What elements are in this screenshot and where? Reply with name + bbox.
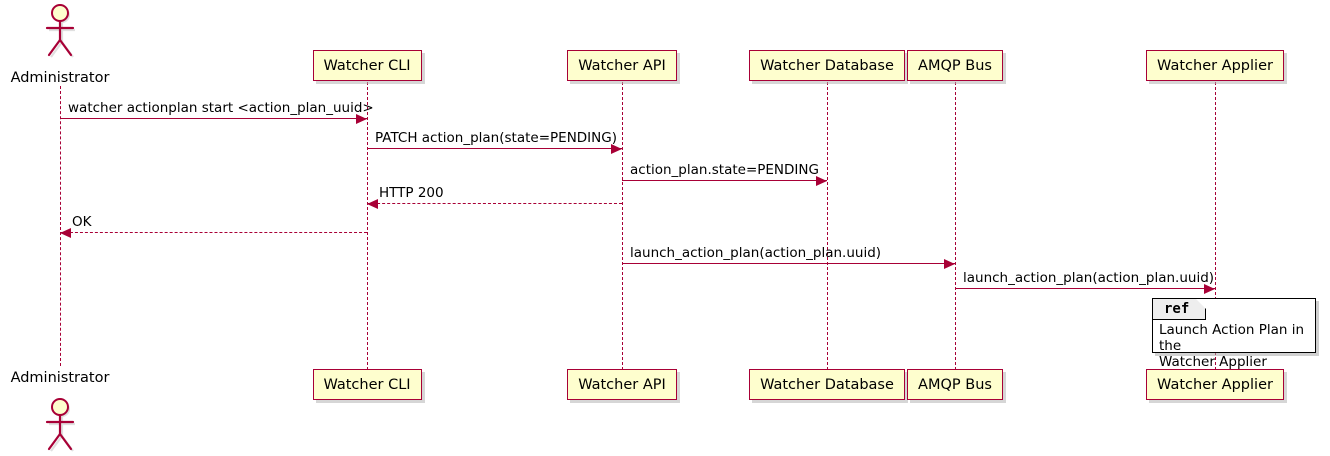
participant-box-watcher-applier-bottom[interactable]: Watcher Applier	[1146, 369, 1284, 400]
message-line-2	[367, 148, 622, 149]
participant-label: AMQP Bus	[918, 57, 992, 74]
message-label-5: OK	[72, 214, 92, 230]
message-line-3	[622, 180, 827, 181]
lifeline-amqp-bus	[954, 82, 956, 370]
participant-label: Watcher API	[578, 57, 666, 74]
message-arrowhead-5	[60, 227, 71, 238]
ref-fragment-text: Launch Action Plan in the Watcher Applie…	[1159, 322, 1305, 370]
message-line-4	[367, 203, 622, 204]
lifeline-watcher-cli	[366, 82, 368, 370]
message-arrowhead-6	[944, 258, 955, 269]
message-line-7	[955, 288, 1215, 289]
participant-box-watcher-api-top[interactable]: Watcher API	[567, 50, 677, 81]
participant-label: AMQP Bus	[918, 376, 992, 393]
message-label-4: HTTP 200	[379, 185, 444, 201]
actor-figure-administrator[interactable]	[38, 396, 82, 452]
participant-box-amqp-bus-bottom[interactable]: AMQP Bus	[907, 369, 1003, 400]
participant-box-watcher-applier-top[interactable]: Watcher Applier	[1146, 50, 1284, 81]
participant-box-watcher-api-bottom[interactable]: Watcher API	[567, 369, 677, 400]
message-line-5	[60, 232, 367, 233]
participant-box-watcher-cli-top[interactable]: Watcher CLI	[312, 50, 422, 81]
participant-label: Watcher API	[578, 376, 666, 393]
message-label-7: launch_action_plan(action_plan.uuid)	[963, 270, 1215, 286]
participant-label: Watcher CLI	[323, 57, 411, 74]
actor-label-administrator-top: Administrator	[10, 70, 110, 86]
lifeline-watcher-db	[826, 82, 828, 370]
message-arrowhead-7	[1204, 283, 1215, 294]
participant-label: Watcher CLI	[323, 376, 411, 393]
participant-box-watcher-cli-bottom[interactable]: Watcher CLI	[312, 369, 422, 400]
participant-label: Watcher Applier	[1157, 57, 1273, 74]
lifeline-watcher-applier	[1214, 82, 1216, 370]
message-arrowhead-2	[611, 143, 622, 154]
participant-label: Watcher Database	[760, 376, 894, 393]
actor-label-administrator-bottom: Administrator	[10, 370, 110, 386]
actor-figure-administrator[interactable]	[38, 2, 82, 58]
participant-box-amqp-bus-top[interactable]: AMQP Bus	[907, 50, 1003, 81]
lifeline-administrator	[59, 86, 61, 366]
message-arrowhead-1	[356, 113, 367, 124]
participant-box-watcher-db-top[interactable]: Watcher Database	[749, 50, 905, 81]
message-line-1	[60, 118, 367, 119]
message-arrowhead-3	[816, 175, 827, 186]
message-label-1: watcher actionplan start <action_plan_uu…	[68, 100, 374, 116]
message-label-6: launch_action_plan(action_plan.uuid)	[630, 245, 882, 261]
message-line-6	[622, 263, 955, 264]
lifeline-watcher-api	[621, 82, 623, 370]
ref-fragment-tab-label: ref	[1164, 301, 1190, 317]
message-label-2: PATCH action_plan(state=PENDING)	[375, 130, 617, 146]
message-label-3: action_plan.state=PENDING	[630, 162, 819, 178]
message-arrowhead-4	[367, 198, 378, 209]
participant-label: Watcher Database	[760, 57, 894, 74]
participant-label: Watcher Applier	[1157, 376, 1273, 393]
participant-box-watcher-db-bottom[interactable]: Watcher Database	[749, 369, 905, 400]
ref-fragment-tab	[1153, 299, 1206, 320]
